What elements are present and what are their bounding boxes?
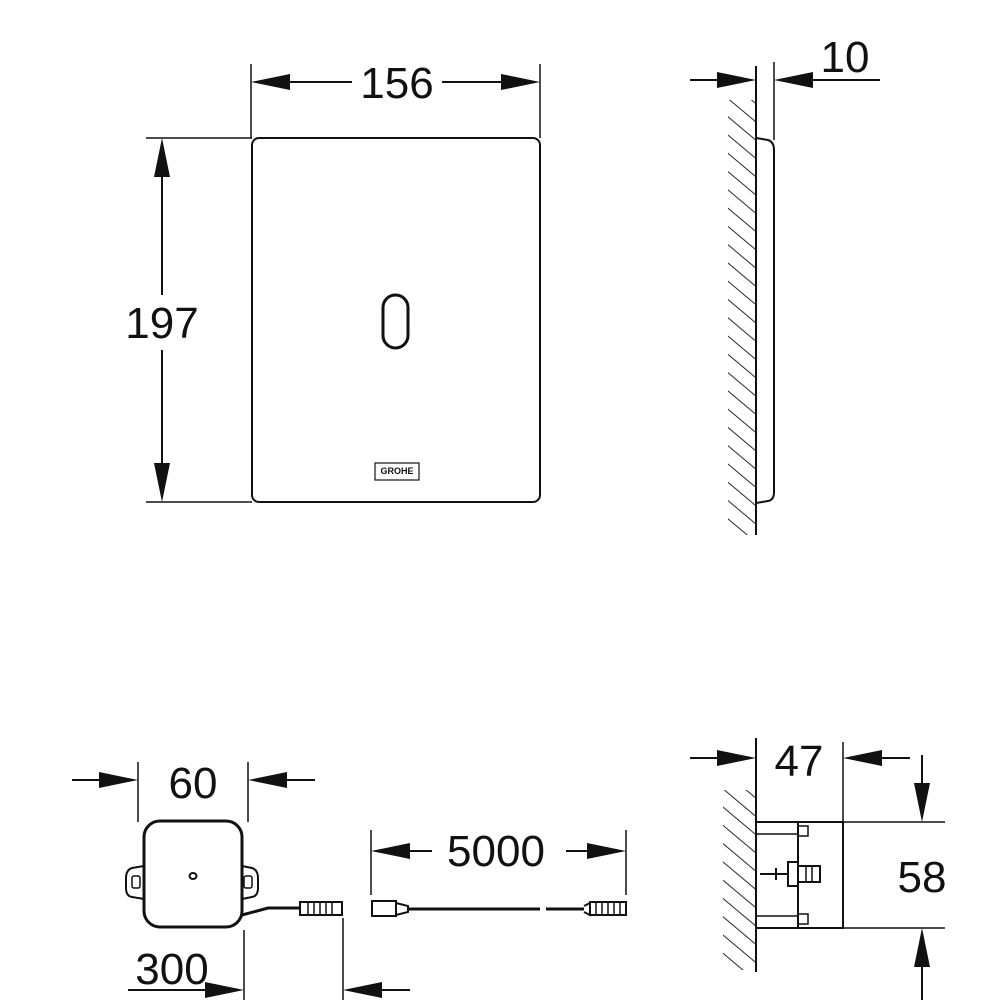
brand-logo: GROHE <box>374 462 420 481</box>
svg-text:GROHE: GROHE <box>380 466 413 476</box>
power-supply-box <box>142 819 244 929</box>
box-depth-label: 47 <box>775 737 824 786</box>
cable-length-dimension: 5000 <box>370 827 627 895</box>
box-side-view: 47 58 <box>690 737 946 1000</box>
box-height-dimension: 58 <box>843 755 946 1000</box>
box-width-dimension: 60 <box>72 759 315 822</box>
box-depth-dimension: 47 <box>690 737 910 786</box>
plate-depth-label: 10 <box>821 33 870 82</box>
cable-length-label: 5000 <box>447 827 545 876</box>
wall-hatch <box>728 100 756 535</box>
short-cable-connector <box>299 901 343 916</box>
short-cable-label: 300 <box>135 945 208 994</box>
box-height-label: 58 <box>898 853 947 902</box>
plate-width-label: 156 <box>360 59 433 108</box>
plate-height-label: 197 <box>125 299 198 348</box>
short-cable <box>241 906 300 917</box>
long-cable-view: 5000 <box>370 827 627 917</box>
front-view: 156 197 GROHE <box>125 59 541 503</box>
plate-width-dimension: 156 <box>250 59 541 138</box>
left-clip <box>125 865 145 900</box>
long-cable-right-connector <box>583 901 627 917</box>
box-profile <box>755 821 844 929</box>
box-width-label: 60 <box>169 759 218 808</box>
plate-height-dimension: 197 <box>125 137 252 503</box>
power-box-view: 60 300 <box>72 759 410 1000</box>
plate-depth-dimension: 10 <box>690 33 880 88</box>
long-cable-left-connector <box>371 900 409 917</box>
short-cable-dimension: 300 <box>128 918 410 1000</box>
side-view: 10 <box>690 33 880 535</box>
flush-plate-front <box>251 137 541 503</box>
box-wall-hatch <box>723 790 756 970</box>
right-clip <box>241 865 259 900</box>
sensor-window <box>381 293 410 350</box>
flush-plate-profile <box>755 137 775 504</box>
